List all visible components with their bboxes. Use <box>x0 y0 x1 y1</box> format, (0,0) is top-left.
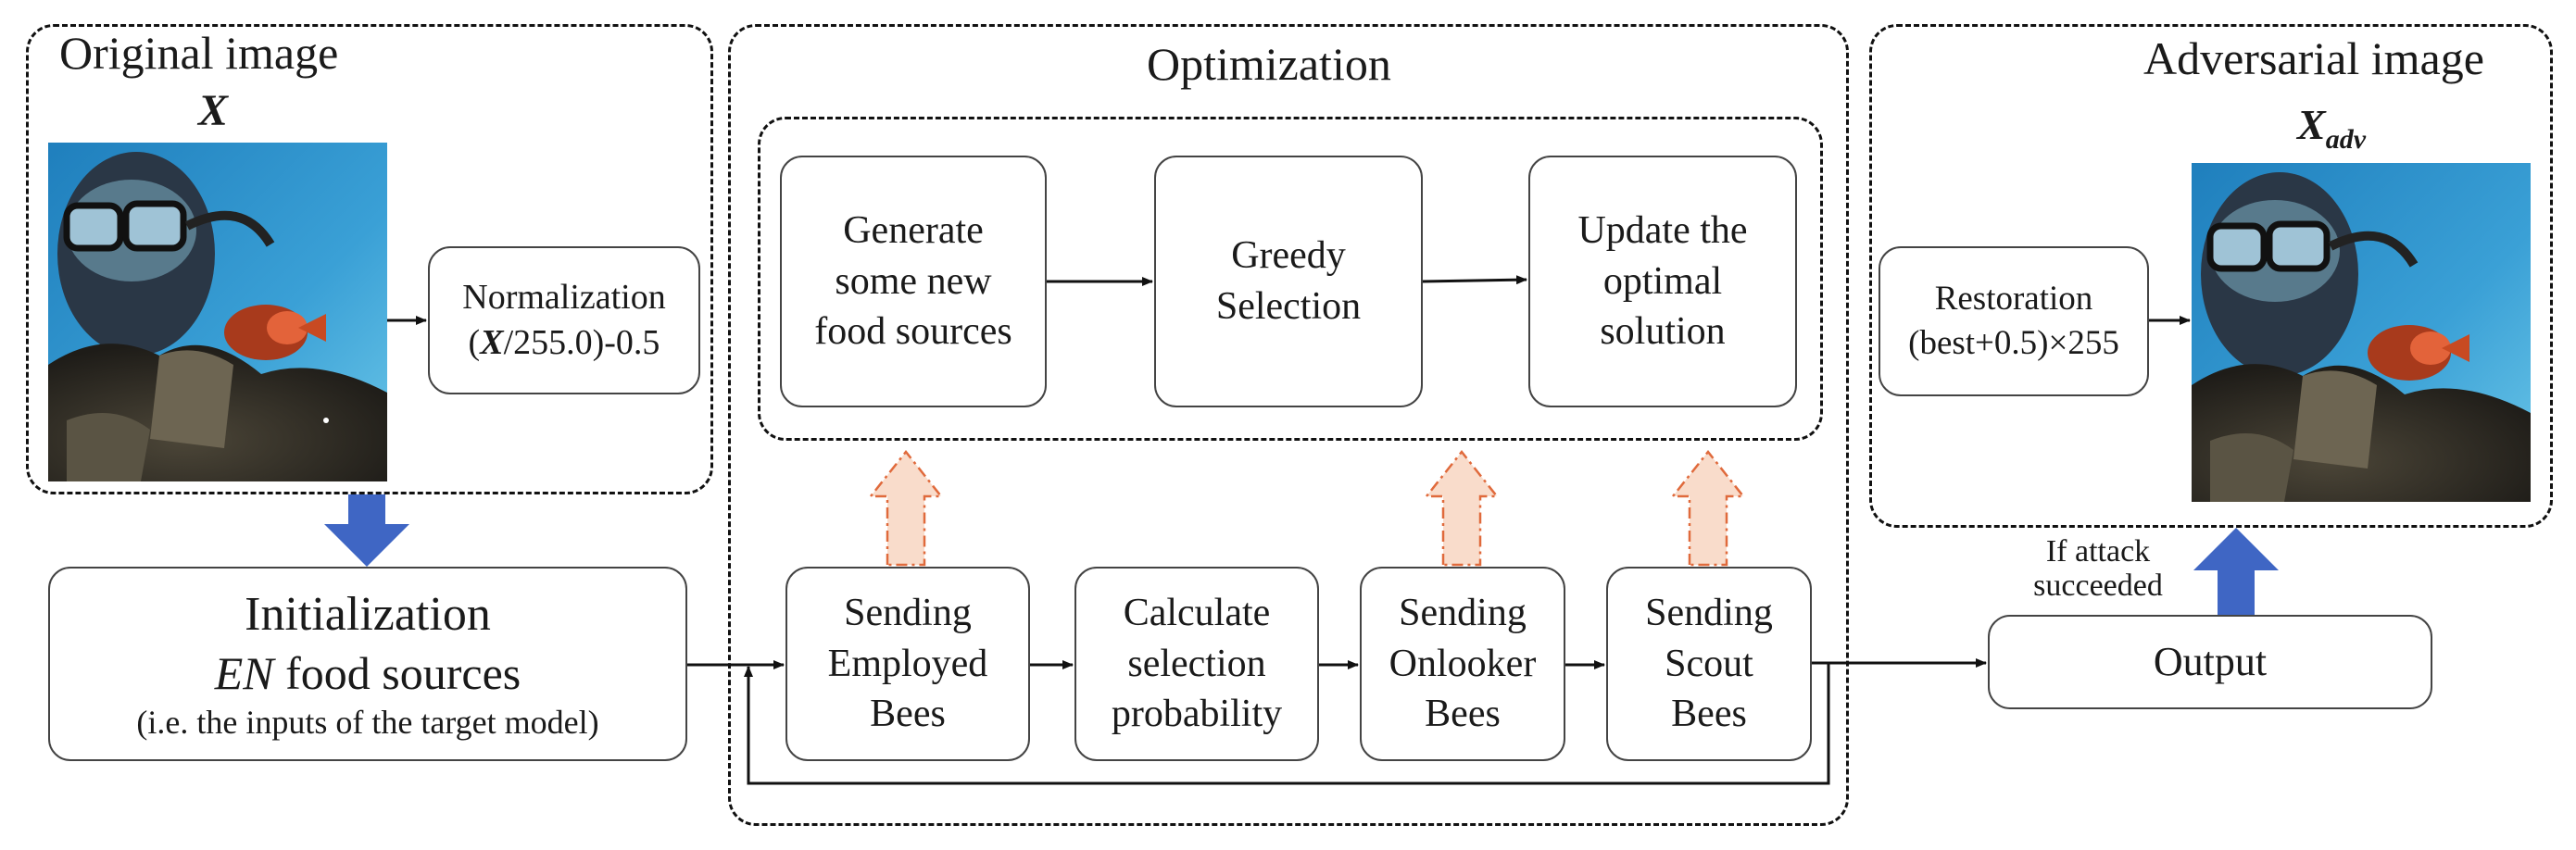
restoration-label: Restoration <box>1934 279 2093 318</box>
initialization-note: (i.e. the inputs of the target model) <box>136 704 599 742</box>
greedy-selection-box: Greedy Selection <box>1154 156 1423 407</box>
feedback-loop-line <box>744 661 1830 785</box>
optimization-panel <box>728 24 1849 826</box>
original-image-panel <box>26 24 713 494</box>
peach-arrow-scout <box>1670 449 1746 567</box>
initialization-en: EN <box>214 646 274 699</box>
initialization-food-sources: EN food sources <box>136 644 598 703</box>
candidate-update-group <box>758 117 1823 441</box>
output-box: Output <box>1988 615 2432 709</box>
blue-arrow-up <box>2193 528 2279 615</box>
adversarial-image-panel <box>1869 24 2553 528</box>
sending-onlooker-bees-box: Sending Onlooker Bees <box>1360 567 1565 761</box>
arrow-greedy-to-update <box>1422 275 1527 285</box>
initialization-text: Initialization EN food sources (i.e. the… <box>136 584 598 744</box>
greedy-selection-label: Greedy Selection <box>1215 234 1362 328</box>
adversarial-symbol-base: X <box>2297 101 2326 148</box>
update-optimal-solution-box: Update the optimal solution <box>1528 156 1797 407</box>
normalization-open-paren: ( <box>468 323 481 362</box>
sending-employed-bees-label: Sending Employed Bees <box>827 592 988 736</box>
diver-photo-adversarial <box>2192 163 2531 502</box>
adversarial-image-symbol: Xadv <box>2297 100 2366 156</box>
generate-food-sources-label: Generate some new food sources <box>814 209 1012 354</box>
peach-arrow-employed <box>868 449 944 567</box>
adversarial-image-title: Adversarial image <box>2143 32 2484 84</box>
normalization-label: Normalization <box>462 277 666 317</box>
original-image-photo <box>48 143 387 481</box>
normalization-rest: /255.0)-0.5 <box>503 323 660 362</box>
sending-employed-bees-box: Sending Employed Bees <box>785 567 1030 761</box>
initialization-food-text: food sources <box>273 646 521 699</box>
optimization-title: Optimization <box>1147 38 1391 90</box>
generate-food-sources-box: Generate some new food sources <box>780 156 1047 407</box>
sending-onlooker-bees-label: Sending Onlooker Bees <box>1389 592 1537 736</box>
attack-condition-label: If attack succeeded <box>2033 534 2163 603</box>
calculate-selection-probability-box: Calculate selection probability <box>1074 567 1319 761</box>
peach-arrow-onlooker <box>1424 449 1500 567</box>
sending-scout-bees-box: Sending Scout Bees <box>1606 567 1812 761</box>
update-optimal-solution-label: Update the optimal solution <box>1577 209 1748 354</box>
sending-scout-bees-label: Sending Scout Bees <box>1645 592 1773 736</box>
restoration-text: Restoration (best+0.5)×255 <box>1908 277 2119 366</box>
restoration-box: Restoration (best+0.5)×255 <box>1879 246 2149 396</box>
diver-photo-original <box>48 143 387 481</box>
initialization-box: Initialization EN food sources (i.e. the… <box>48 567 687 761</box>
output-label: Output <box>2153 639 2268 685</box>
initialization-title: Initialization <box>245 587 491 641</box>
blue-arrow-down <box>324 494 409 567</box>
normalization-text: Normalization (X/255.0)-0.5 <box>462 275 665 367</box>
restoration-formula: (best+0.5)×255 <box>1908 324 2119 362</box>
calculate-selection-probability-label: Calculate selection probability <box>1111 592 1283 736</box>
adversarial-image-photo <box>2192 163 2531 502</box>
normalization-box: Normalization (X/255.0)-0.5 <box>428 246 700 394</box>
normalization-var: X <box>480 323 504 362</box>
original-image-title: Original image <box>59 27 339 79</box>
normalization-formula: (X/255.0)-0.5 <box>462 320 665 366</box>
adversarial-symbol-subscript: adv <box>2325 124 2367 155</box>
original-image-symbol: X <box>198 86 229 135</box>
